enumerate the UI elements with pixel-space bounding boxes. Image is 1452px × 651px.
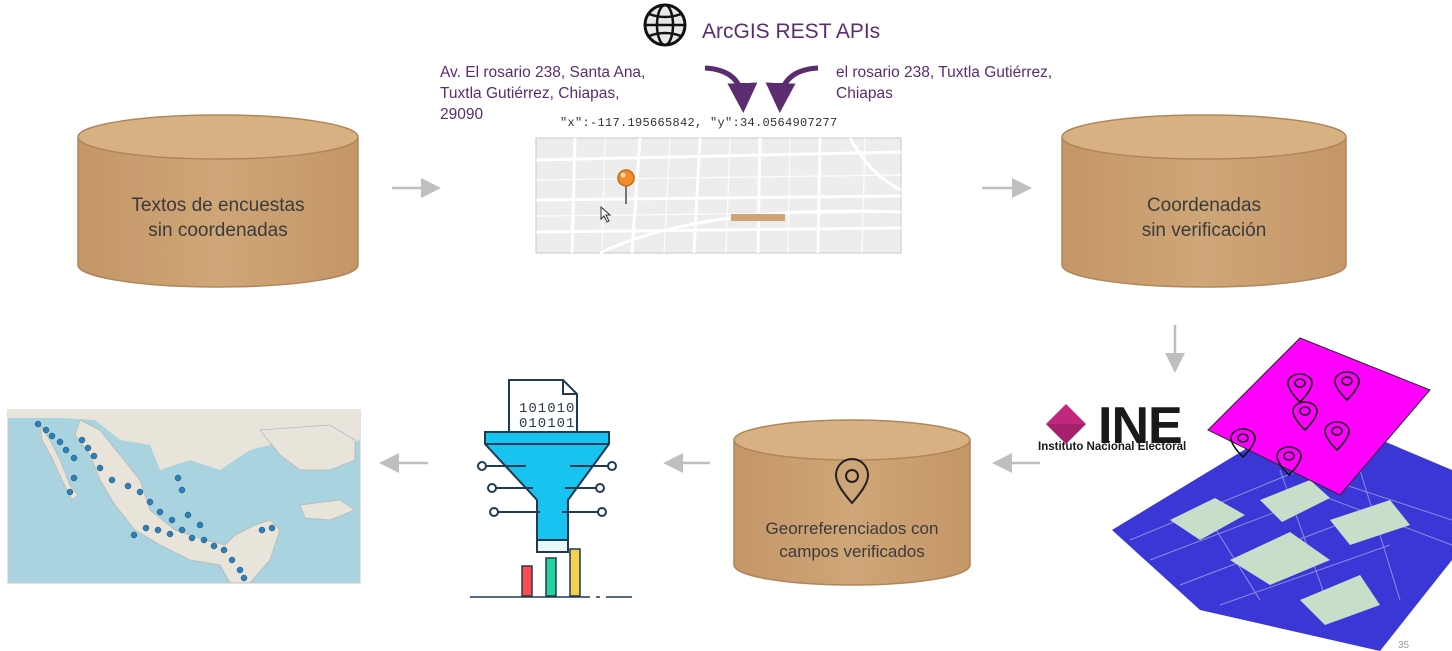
map-pin-icon bbox=[617, 169, 635, 204]
ine-logo-mark bbox=[1046, 404, 1086, 444]
cylinder-unverified bbox=[1061, 114, 1347, 288]
unverified-coords-label: Coordenadas sin verificación bbox=[1141, 195, 1267, 241]
mexico-result-map bbox=[7, 409, 361, 584]
normalized-address-text: el rosario 238, Tuxtla Gutiérrez, Chiapa… bbox=[836, 64, 1053, 102]
electoral-section-map-layer bbox=[1112, 410, 1452, 651]
ine-logo-text: INE bbox=[1098, 397, 1183, 455]
bar-red bbox=[521, 565, 533, 597]
ine-subtitle: Instituto Nacional Electoral bbox=[1038, 441, 1187, 453]
binary-row-2: 010101 bbox=[519, 416, 576, 432]
document-icon bbox=[508, 379, 578, 441]
globe-icon bbox=[643, 3, 687, 47]
raw-texts-label: Textos de encuestas sin coordenadas bbox=[131, 195, 305, 241]
location-pin-icon bbox=[834, 458, 870, 505]
coordinates-text: "x":-117.195665842, "y":34.0564907277 bbox=[560, 116, 838, 130]
geofence-polygon-layer bbox=[1207, 337, 1431, 496]
arcgis-api-title: ArcGIS REST APIs bbox=[702, 20, 881, 43]
funnel-icon bbox=[484, 431, 610, 541]
arrow-address-in bbox=[704, 65, 758, 113]
cylinder-raw-texts bbox=[77, 114, 359, 288]
cursor-icon bbox=[600, 205, 612, 223]
arrow-address-out bbox=[765, 65, 819, 113]
geocode-map-snapshot bbox=[535, 137, 902, 255]
input-address-text: Av. El rosario 238, Santa Ana, Tuxtla Gu… bbox=[440, 64, 646, 123]
bar-green bbox=[545, 557, 557, 597]
bar-yellow bbox=[569, 548, 581, 597]
binary-row-1: 101010 bbox=[519, 401, 576, 417]
data-filter-illustration bbox=[470, 379, 632, 598]
verified-records-label: Georreferenciados con campos verificados bbox=[765, 519, 939, 561]
page-number: 35 bbox=[1398, 640, 1410, 651]
